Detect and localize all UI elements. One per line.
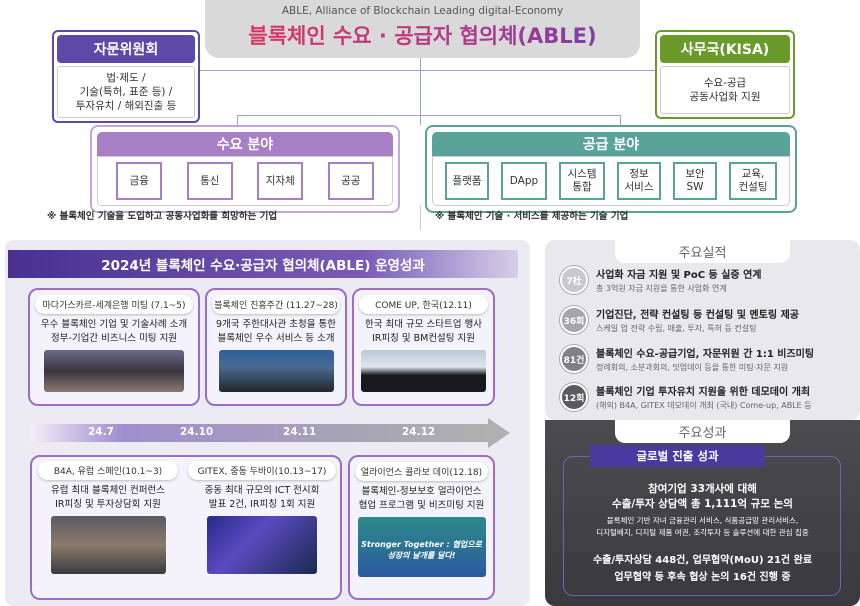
event-photo xyxy=(50,516,166,574)
event-card: 블록체인 진흥주간 (11.27~28) 9개국 주한대사관 초청을 통한 블록… xyxy=(205,288,347,406)
achievement-sub: 정례회의, 소분과회의, 밋업데이 등을 통한 미팅·자문 지원 xyxy=(596,363,789,372)
secretariat-line: 공동사업화 지원 xyxy=(689,91,761,103)
event-card: 마다가스카르-세계은행 미팅 (7.1~5) 우수 블록체인 기업 및 기술사례… xyxy=(28,288,200,406)
connector-line xyxy=(237,115,620,116)
advisory-line: 투자유치 / 해외진출 등 xyxy=(75,100,177,112)
timeline-label: 24.7 xyxy=(88,426,114,438)
achievement-item: 12회 블록체인 기업 투자유치 지원을 위한 데모데이 개최 (해외) B4A,… xyxy=(560,383,855,411)
supply-item: 정보 서비스 xyxy=(617,162,661,200)
outcomes-title: 주요성과 xyxy=(615,420,790,443)
advisory-line: 법·제도 / xyxy=(106,72,146,84)
demand-item: 공공 xyxy=(327,162,374,200)
subtitle: ABLE, Alliance of Blockchain Leading dig… xyxy=(281,5,564,17)
event-card: COME UP, 한국(12.11) 한국 최대 규모 스타트업 행사 IR피칭… xyxy=(352,288,495,406)
achievement-title: 블록체인 기업 투자유치 지원을 위한 데모데이 개최 xyxy=(596,387,811,398)
connector-line xyxy=(420,58,421,125)
timeline-label: 24.12 xyxy=(402,426,436,438)
timeline-label: 24.10 xyxy=(180,426,214,438)
event-label: 블록체인 진흥주간 (11.27~28) xyxy=(212,295,340,314)
outcome-line: 수출/투자상담 448건, 업무협약(MoU) 21건 완료 xyxy=(592,555,813,566)
supply-item: 보안 SW xyxy=(673,162,717,200)
event-desc: 유럽 최대 블록체인 컨퍼런스 IR피칭 및 투자상담회 지원 xyxy=(51,485,165,510)
achievement-sub: (해외) B4A, GITEX 데모데이 개최 (국내) Come-up, AB… xyxy=(596,401,812,410)
event-photo xyxy=(361,350,486,392)
timeline-arrow xyxy=(30,424,490,442)
event-photo: Stronger Together : 협업으로 성장의 날개를 달다! xyxy=(357,517,486,577)
timeline-arrowhead xyxy=(488,418,510,448)
demand-item: 금융 xyxy=(116,162,163,200)
secretariat-line: 수요-공급 xyxy=(703,77,747,89)
advisory-committee-box: 자문위원회 법·제도 / 기술(특허, 표준 등) / 투자유치 / 해외진출 … xyxy=(52,30,200,123)
demand-field-box: 수요 분야 금융 통신 지자체 공공 xyxy=(90,125,400,213)
advisory-body: 법·제도 / 기술(특허, 표준 등) / 투자유치 / 해외진출 등 xyxy=(57,66,195,118)
advisory-line: 기술(특허, 표준 등) / xyxy=(79,86,173,98)
achievement-sub: 총 3억원 자금 지원을 통한 사업화 연계 xyxy=(596,284,727,293)
event-label: 마다가스카르-세계은행 미팅 (7.1~5) xyxy=(35,295,193,314)
connector-line xyxy=(620,115,621,125)
event-photo xyxy=(218,350,334,392)
event-desc: 9개국 주한대사관 초청을 통한 블록체인 우수 서비스 등 소개 xyxy=(216,319,336,344)
event-label: 얼라이언스 콜라보 데이(12.18) xyxy=(355,462,488,481)
supply-item: 시스템 통합 xyxy=(559,162,605,200)
achievement-title: 블록체인 수요-공급기업, 자문위원 간 1:1 비즈미팅 xyxy=(596,349,815,360)
achievement-title: 기업진단, 전략 컨설팅 등 컨설팅 및 멘토링 제공 xyxy=(596,310,799,321)
supply-note: ※ 블록체인 기술 · 서비스를 제공하는 기술 기업 xyxy=(435,211,629,222)
achievements-title: 주요실적 xyxy=(615,240,790,263)
supply-item: 플랫폼 xyxy=(445,162,489,200)
supply-item: 교육, 컨설팅 xyxy=(729,162,777,200)
event-desc: 블록체인-정보보호 얼라이언스 협업 프로그램 및 비즈미팅 지원 xyxy=(358,486,485,511)
event-photo xyxy=(207,516,317,574)
achievement-badge: 36회 xyxy=(560,306,588,334)
event-desc: 우수 블록체인 기업 및 기술사례 소개 정부-기업간 비즈니스 미팅 지원 xyxy=(40,319,188,344)
title-banner: ABLE, Alliance of Blockchain Leading dig… xyxy=(205,0,640,58)
timeline-label: 24.11 xyxy=(283,426,317,438)
demand-item: 통신 xyxy=(186,162,233,200)
demand-item: 지자체 xyxy=(257,162,304,200)
supply-field-box: 공급 분야 플랫폼 DApp 시스템 통합 정보 서비스 보안 SW 교육, 컨… xyxy=(425,125,797,213)
secretariat-title: 사무국(KISA) xyxy=(660,35,790,63)
main-title: 블록체인 수요 · 공급자 협의체(ABLE) xyxy=(205,20,640,50)
event-desc: 한국 최대 규모 스타트업 행사 IR피칭 및 BM컨설팅 지원 xyxy=(365,319,482,344)
connector-line xyxy=(237,115,238,125)
achievement-title: 사업화 자금 지원 및 PoC 등 실증 연계 xyxy=(596,270,762,281)
event-label: GITEX, 중동 두바이(10.13~17) xyxy=(188,461,336,480)
event-card: GITEX, 중동 두바이(10.13~17) 중동 최대 규모의 ICT 전시… xyxy=(188,461,336,574)
outcome-line: 참여기업 33개사에 대해 xyxy=(648,483,757,495)
achievement-sub: 스케일 업 전략 수립, 매출, 투자, 특허 등 컨설팅 xyxy=(596,324,757,333)
demand-note: ※ 블록체인 기술을 도입하고 공동사업화를 희망하는 기업 xyxy=(47,211,278,222)
achievement-badge: 7社 xyxy=(560,266,588,294)
outcome-line: 수출/투자 상담액 총 1,111억 규모 논의 xyxy=(612,498,793,510)
supply-item: DApp xyxy=(501,162,547,200)
outcome-line: 블록체인 기반 자녀 금융관리 서비스, 식품공급망 관리서비스, xyxy=(606,516,799,525)
outcome-line: 디지털배지, 디지털 제품 여권, 조각투자 등 솔루션에 대한 관심 집중 xyxy=(596,528,809,537)
achievement-badge: 12회 xyxy=(560,383,588,411)
results-title: 2024년 블록체인 수요·공급자 협의체(ABLE) 운영성과 xyxy=(8,250,518,278)
connector-line xyxy=(200,70,655,71)
event-label: COME UP, 한국(12.11) xyxy=(359,295,488,314)
secretariat-box: 사무국(KISA) 수요-공급 공동사업화 지원 xyxy=(655,30,795,119)
achievement-badge: 81건 xyxy=(560,345,588,373)
event-card: 얼라이언스 콜라보 데이(12.18) 블록체인-정보보호 얼라이언스 협업 프… xyxy=(348,455,495,600)
secretariat-body: 수요-공급 공동사업화 지원 xyxy=(660,66,790,114)
event-photo xyxy=(44,350,184,392)
divider xyxy=(420,205,421,230)
event-desc: 중동 최대 규모의 ICT 전시회 발표 2건, IR피칭 1회 지원 xyxy=(204,485,320,510)
event-card: B4A, 유럽 스페인(10.1~3) 유럽 최대 블록체인 컨퍼런스 IR피칭… xyxy=(38,461,178,574)
outcome-line: 업무협약 등 후속 협상 논의 16건 진행 중 xyxy=(614,572,791,583)
advisory-title: 자문위원회 xyxy=(57,35,195,63)
outcomes-heading: 글로벌 진출 성과 xyxy=(590,445,765,467)
event-label: B4A, 유럽 스페인(10.1~3) xyxy=(38,461,178,480)
demand-title: 수요 분야 xyxy=(97,132,393,156)
achievements-panel: 주요실적 xyxy=(545,240,860,420)
supply-title: 공급 분야 xyxy=(432,132,790,156)
